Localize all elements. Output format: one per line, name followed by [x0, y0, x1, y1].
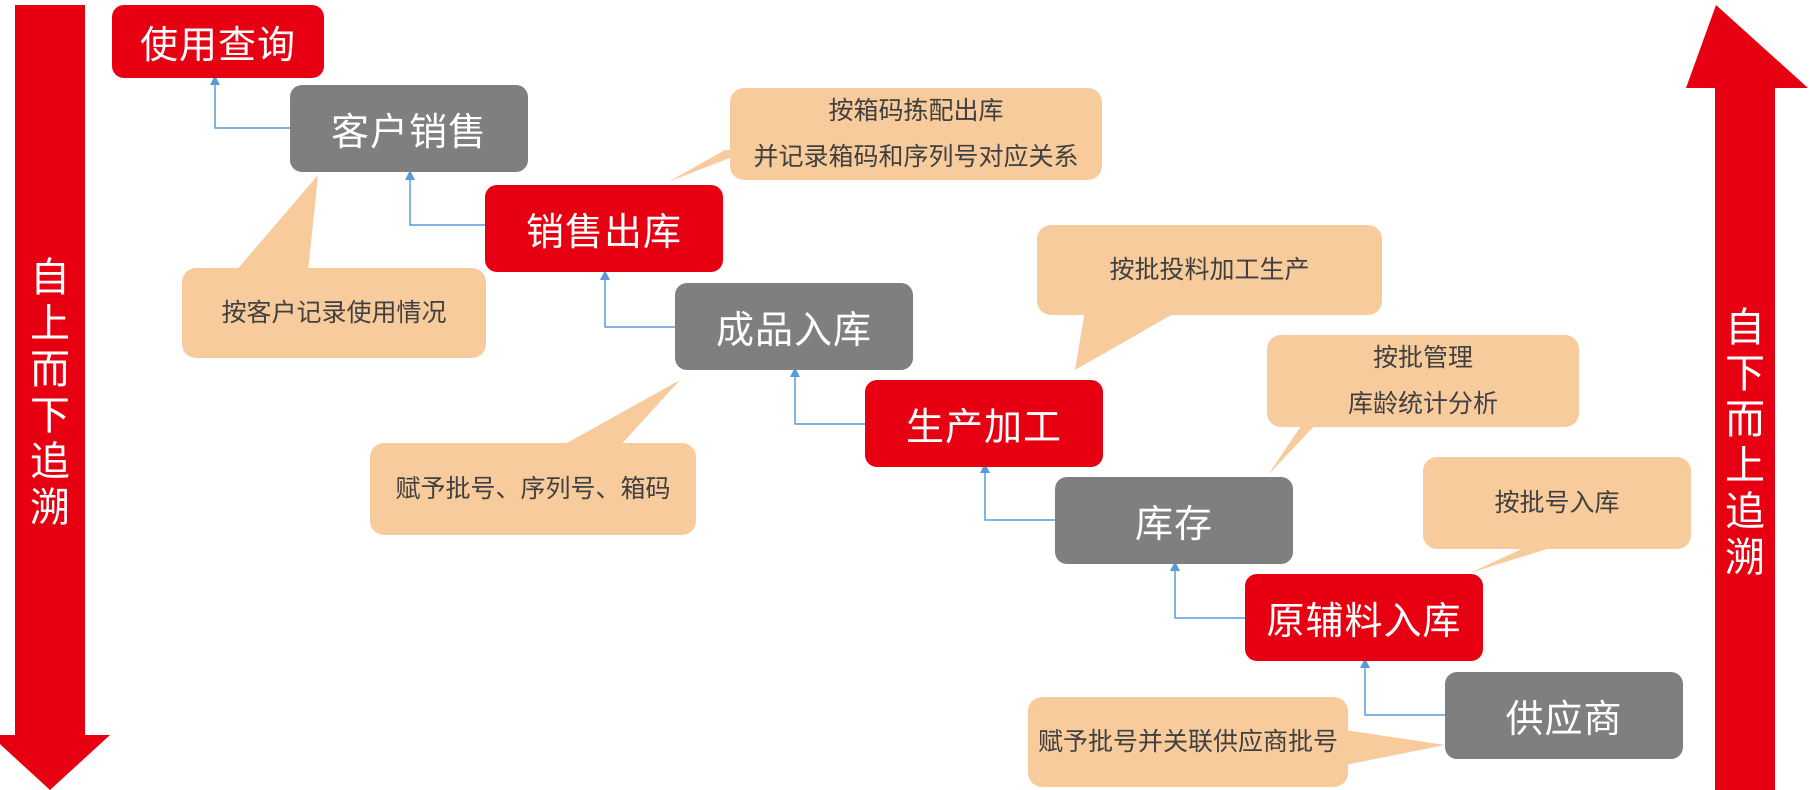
connector-finished-goods-to-sales-outbound: [600, 270, 675, 328]
callout-tail-customer-sales: [235, 175, 318, 272]
connector-raw-material-to-inventory: [1170, 561, 1245, 619]
callout-raw-material-text: 按批号入库: [1494, 488, 1620, 517]
bottom-up-arrow: [1686, 5, 1808, 790]
finished-goods-inbound-node: 成品入库: [675, 283, 913, 370]
connector-supplier-to-raw-material: [1360, 658, 1445, 716]
callout-tail-raw-material: [1470, 545, 1560, 573]
callout-inventory-line-2: 库龄统计分析: [1347, 389, 1498, 418]
callout-sales-outbound-line-2: 并记录箱码和序列号对应关系: [753, 142, 1079, 171]
callout-production-text: 按批投料加工生产: [1109, 255, 1310, 284]
connector-production-to-finished-goods: [790, 367, 865, 425]
callout-inventory-line-1: 按批管理: [1372, 343, 1473, 372]
bottom-up-label-char-5: 溯: [1725, 535, 1765, 581]
bottom-up-label-char-0: 自: [1725, 305, 1765, 351]
top-down-label-char-0: 自: [30, 255, 70, 301]
bottom-up-label-char-2: 而: [1725, 397, 1765, 443]
callout-tail-production: [1075, 310, 1180, 370]
callout-customer-sales: 按客户记录使用情况: [182, 268, 486, 358]
callout-tail-inventory: [1268, 420, 1320, 475]
raw-material-inbound-node: 原辅料入库: [1245, 574, 1483, 661]
callout-supplier-text: 赋予批号并关联供应商批号: [1037, 727, 1338, 756]
top-down-arrow-label: 自上而下追溯: [30, 255, 70, 531]
top-down-arrow: [0, 5, 110, 790]
bottom-up-arrow-label: 自下而上追溯: [1725, 305, 1765, 581]
callout-sales-outbound-line-1: 按箱码拣配出库: [828, 96, 1004, 125]
bottom-up-label-char-1: 下: [1725, 351, 1765, 397]
supplier-node: 供应商: [1445, 672, 1683, 759]
production-node: 生产加工: [865, 380, 1103, 467]
callout-finished-goods-text: 赋予批号、序列号、箱码: [395, 474, 671, 503]
callout-production: 按批投料加工生产: [1037, 225, 1382, 315]
callout-tail-finished-goods: [558, 380, 680, 448]
top-down-label-char-4: 追: [30, 439, 70, 485]
inventory-node: 库存: [1055, 477, 1293, 564]
top-down-label-char-5: 溯: [30, 485, 70, 531]
callout-finished-goods: 赋予批号、序列号、箱码: [370, 443, 696, 535]
callout-tail-supplier: [1345, 730, 1445, 765]
callout-supplier: 赋予批号并关联供应商批号: [1028, 697, 1348, 787]
usage-query-node: 使用查询: [112, 5, 324, 78]
callout-sales-outbound: 按箱码拣配出库 并记录箱码和序列号对应关系: [730, 88, 1102, 180]
connector-inventory-to-production: [980, 463, 1055, 521]
top-down-label-char-3: 下: [30, 393, 70, 439]
connector-sales-outbound-to-customer-sales: [405, 170, 485, 226]
customer-sales-node: 客户销售: [290, 85, 528, 172]
callout-inventory: 按批管理 库龄统计分析: [1267, 335, 1579, 427]
bottom-up-label-char-4: 追: [1725, 489, 1765, 535]
top-down-label-char-2: 而: [30, 347, 70, 393]
connector-customer-sales-to-usage-query: [210, 75, 290, 129]
sales-outbound-node: 销售出库: [485, 185, 723, 272]
top-down-label-char-1: 上: [30, 301, 70, 347]
callout-tail-sales-outbound: [668, 150, 750, 182]
callout-customer-sales-text: 按客户记录使用情况: [221, 298, 447, 327]
callout-raw-material: 按批号入库: [1423, 457, 1691, 549]
bottom-up-label-char-3: 上: [1725, 443, 1765, 489]
